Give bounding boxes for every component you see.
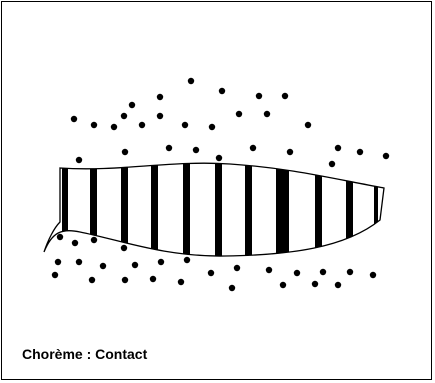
dot [233,264,241,272]
dot [334,281,342,289]
dot [255,92,263,100]
dot [88,276,96,284]
band-stripe [62,163,68,257]
dot [249,144,257,152]
dot [215,154,223,162]
dot [208,123,216,131]
dot [157,258,165,266]
dot [218,87,226,95]
dot [156,112,164,120]
dot [192,146,200,154]
dot [319,268,327,276]
band-stripe [276,163,289,257]
dot [334,144,342,152]
contact-band-outline [43,162,385,257]
dot [265,266,273,274]
dot [177,278,185,286]
dot [183,256,191,264]
dot [90,121,98,129]
contact-band-stripes [62,163,378,257]
dot [149,275,157,283]
dot [120,112,128,120]
band-stripe [315,163,322,257]
dot [99,262,107,270]
dot [328,160,336,168]
dot [304,121,312,129]
dot [90,236,98,244]
dot [75,258,83,266]
dot [311,280,319,288]
band-stripe [121,163,128,257]
dot [207,269,215,277]
dot [56,233,64,241]
lower-dot-zone [51,233,377,292]
dot [187,77,195,85]
dot [181,121,189,129]
upper-dot-zone [70,77,390,168]
dot [228,284,236,292]
band-stripe [374,163,378,257]
band-stripe [245,163,252,257]
dot [54,258,62,266]
dot [75,156,83,164]
dot [121,276,129,284]
dot [382,152,390,160]
dot [70,115,78,123]
band-stripe [183,163,190,257]
dot [71,239,79,247]
dot [263,110,271,118]
dot [120,244,128,252]
dot [286,148,294,156]
dot [138,121,146,129]
band-stripe [151,163,158,257]
dot [293,269,301,277]
dot [369,271,377,279]
dot [165,144,173,152]
dot [121,148,129,156]
band-stripe [215,163,222,257]
dot [235,110,243,118]
dot [128,101,136,109]
dot [156,93,164,101]
diagram-caption: Chorème : Contact [22,346,148,362]
dot [51,271,59,279]
dot [131,261,139,269]
dot [281,92,289,100]
dot [346,268,354,276]
dot [356,148,364,156]
dot [279,281,287,289]
dot [110,123,118,131]
band-stripe [90,163,97,257]
band-stripe [346,163,353,257]
